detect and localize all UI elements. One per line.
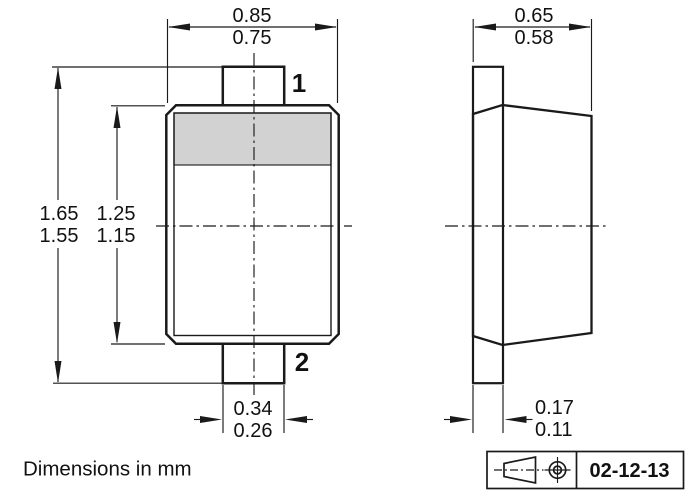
- dim-overall-depth: 0.65 0.58: [472, 5, 593, 111]
- dim-terminal-width: 0.34 0.26: [194, 385, 313, 442]
- side-body-outline: [471, 103, 593, 347]
- arrowhead-left-icon: [285, 416, 307, 423]
- first-angle-projection-cone-icon: [494, 455, 544, 485]
- dim-terminal-width-min: 0.26: [234, 420, 273, 442]
- dim-terminal-width-max: 0.34: [234, 398, 273, 420]
- arrowhead-left-icon: [474, 23, 496, 31]
- dim-body-width-max: 0.85: [233, 5, 272, 27]
- body-inner-outline: [173, 112, 332, 337]
- lead-strip: [471, 65, 505, 385]
- target-inner-circle: [552, 465, 563, 475]
- side-view: 0.65 0.58 0.17 0.11: [444, 5, 606, 441]
- pin1-label: 1: [292, 68, 306, 98]
- dim-overall-height-max: 1.65: [40, 203, 79, 225]
- dim-overall-depth-min: 0.58: [515, 27, 554, 49]
- dim-overall-height-min: 1.55: [40, 225, 79, 247]
- arrowhead-up-icon: [54, 67, 62, 89]
- pin2-label: 2: [295, 347, 309, 377]
- arrowhead-down-icon: [54, 361, 62, 383]
- dim-lead-thickness-min: 0.11: [535, 419, 572, 441]
- arrowhead-left-icon: [168, 23, 190, 31]
- terminal-top: [221, 65, 286, 104]
- dim-body-width: 0.85 0.75: [166, 5, 339, 103]
- cathode-band: [173, 112, 332, 166]
- dim-body-width-min: 0.75: [233, 27, 272, 49]
- dim-body-height: 1.25 1.15: [97, 105, 165, 345]
- target-outer-circle: [548, 460, 567, 480]
- cone-outline: [503, 455, 537, 485]
- dim-lead-thickness: 0.17 0.11: [444, 385, 574, 441]
- arrowhead-left-icon: [504, 416, 527, 423]
- arrowhead-down-icon: [113, 322, 121, 344]
- dim-body-height-max: 1.25: [97, 203, 136, 225]
- dim-overall-height: 1.65 1.55: [40, 66, 222, 384]
- arrowhead-right-icon: [569, 23, 591, 31]
- arrowhead-right-icon: [315, 23, 337, 31]
- title-block-border: [486, 450, 685, 490]
- arrowhead-right-icon: [200, 416, 222, 423]
- title-block: 02-12-13: [486, 450, 685, 490]
- dimensions-note: Dimensions in mm: [23, 458, 192, 481]
- concentric-target-icon: [544, 457, 571, 483]
- arrowhead-up-icon: [113, 106, 121, 128]
- dim-lead-thickness-max: 0.17: [535, 397, 574, 419]
- arrowhead-right-icon: [450, 416, 472, 423]
- dim-overall-depth-max: 0.65: [515, 5, 554, 27]
- dim-body-height-min: 1.15: [97, 225, 136, 247]
- title-block-date: 02-12-13: [589, 460, 669, 482]
- front-view: 0.85 0.75 1 2 1.65 1.55: [40, 5, 352, 442]
